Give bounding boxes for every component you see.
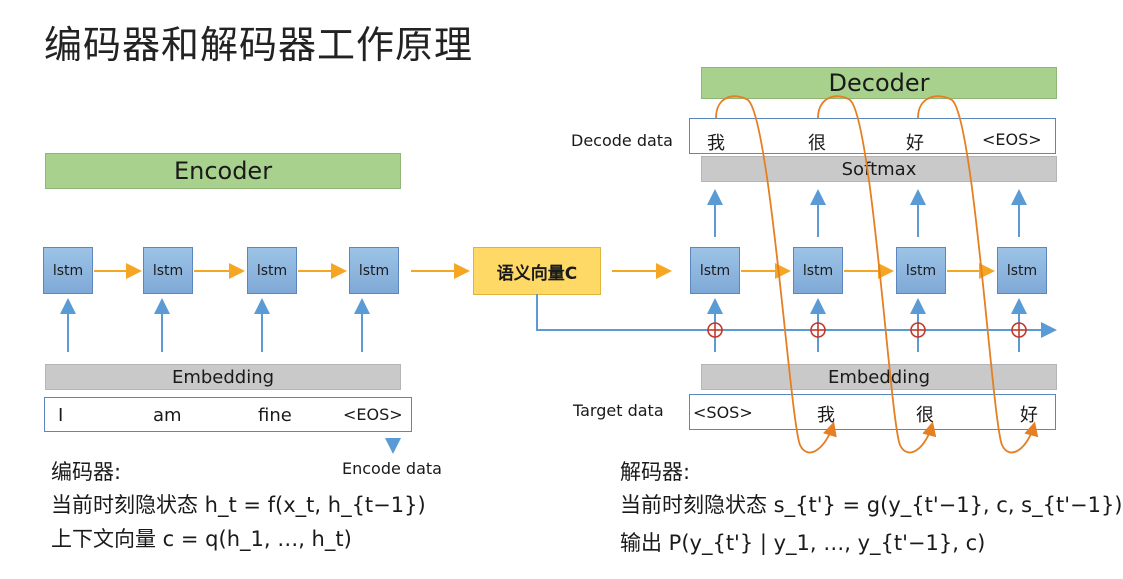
decoder-output-token: 好 [906, 133, 924, 154]
decoder-lstm-cell: lstm [896, 247, 946, 294]
context-vector-box: 语义向量C [473, 247, 601, 295]
encoder-section-title: 编码器: [51, 460, 122, 484]
decoder-target-token: 很 [916, 405, 934, 426]
connector-overlay [60, 95, 1057, 454]
decoder-output-token: 我 [707, 133, 725, 154]
encoder-lstm-cell: lstm [247, 247, 297, 294]
plus-icon-cross [708, 323, 1026, 337]
decoder-target-token: <SOS> [693, 403, 753, 422]
context-feed-line [536, 294, 1057, 338]
decoder-output-token: <EOS> [982, 130, 1042, 149]
formula-text: 当前时刻隐状态 h_t = f(x_t, h_{t−1}) [51, 493, 426, 517]
encoder-input-token: <EOS> [343, 405, 403, 424]
decode-data-caption: Decode data [571, 131, 673, 150]
teacher-forcing-loops [715, 95, 1039, 454]
decoder-state-formula: 当前时刻隐状态 s_{t'} = g(y_{t'−1}, c, s_{t'−1}… [620, 489, 1123, 519]
encoder-lstm-cell: lstm [349, 247, 399, 294]
encoder-state-formula: 当前时刻隐状态 h_t = f(x_t, h_{t−1}) [51, 489, 426, 519]
decoder-header: Decoder [701, 67, 1057, 99]
decoder-output-formula: 输出 P(y_{t'} | y_1, …, y_{t'−1}, c) [620, 527, 985, 557]
decoder-section-title: 解码器: [620, 460, 691, 484]
encoder-input-token: I [58, 405, 64, 426]
decoder-target-token: 我 [817, 405, 835, 426]
decoder-target-token: 好 [1020, 405, 1038, 426]
encoder-context-formula: 上下文向量 c = q(h_1, …, h_t) [51, 523, 352, 553]
formula-text: 输出 P(y_{t'} | y_1, …, y_{t'−1}, c) [620, 531, 986, 555]
encoder-header: Encoder [45, 153, 401, 189]
decoder-output-token: 很 [808, 133, 826, 154]
encoder-lstm-cell: lstm [43, 247, 93, 294]
softmax-bar: Softmax [701, 156, 1057, 182]
encode-data-caption: Encode data [342, 459, 442, 478]
encoder-input-arrows [60, 298, 370, 352]
decoder-embedding-bar: Embedding [701, 364, 1057, 390]
target-data-caption: Target data [573, 401, 664, 420]
encoder-embedding-bar: Embedding [45, 364, 401, 390]
decoder-output-arrows [707, 189, 1027, 237]
encoder-input-box [44, 397, 412, 432]
decoder-lstm-cell: lstm [690, 247, 740, 294]
formula-text: 上下文向量 c = q(h_1, …, h_t) [51, 527, 352, 551]
encoder-lstm-cell: lstm [143, 247, 193, 294]
decoder-input-arrows [707, 298, 1027, 352]
encoder-input-token: am [153, 405, 182, 426]
formula-text: 当前时刻隐状态 s_{t'} = g(y_{t'−1}, c, s_{t'−1}… [620, 493, 1123, 517]
decoder-output-box [689, 118, 1056, 154]
page-title: 编码器和解码器工作原理 [44, 23, 474, 67]
decoder-lstm-cell: lstm [793, 247, 843, 294]
encoder-input-token: fine [258, 405, 292, 426]
decoder-lstm-cell: lstm [997, 247, 1047, 294]
